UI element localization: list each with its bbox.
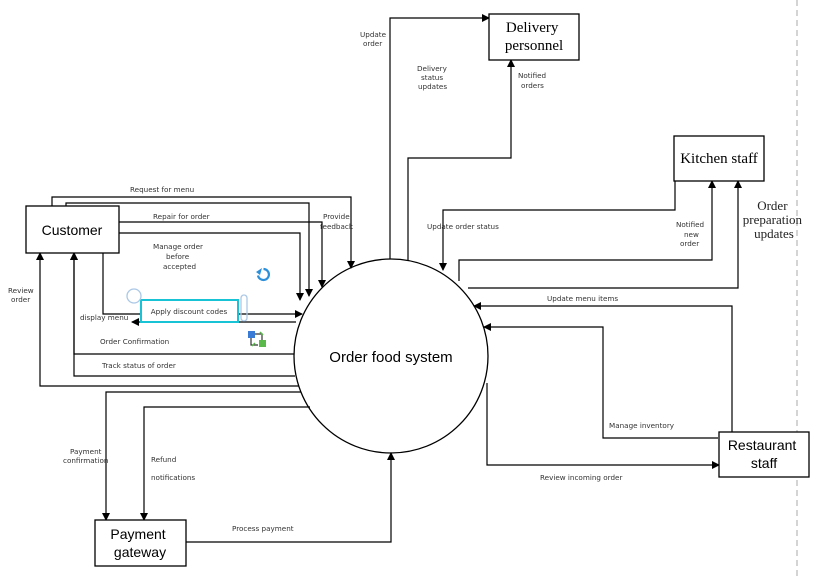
flow-track-status[interactable] xyxy=(70,252,295,377)
label-notified-new-order: Notified new order xyxy=(676,220,706,248)
label-track-status: Track status of order xyxy=(101,361,176,370)
entity-restaurant-staff[interactable] xyxy=(718,431,810,478)
entity-customer-label: Customer xyxy=(42,222,103,238)
entity-delivery-personnel-label: Delivery personnel xyxy=(505,20,563,54)
flow-repair-order[interactable] xyxy=(119,221,326,288)
entity-customer[interactable] xyxy=(25,205,120,254)
label-request-menu: Request for menu xyxy=(130,185,194,194)
label-review-incoming: Review incoming order xyxy=(540,473,622,482)
entity-payment-gateway-label: Payment gateway xyxy=(110,526,169,560)
selected-label-box[interactable] xyxy=(140,299,239,323)
flow-manage-order[interactable] xyxy=(119,232,304,301)
flow-order-prep-updates[interactable] xyxy=(468,180,742,289)
connect-icon[interactable] xyxy=(248,331,266,347)
entity-delivery-personnel[interactable] xyxy=(488,13,580,61)
selection-handle-circle[interactable] xyxy=(126,288,142,304)
flow-provide-feedback[interactable] xyxy=(65,202,313,297)
label-provide-feedback: Provide feedback xyxy=(320,212,354,231)
label-manage-inventory: Manage inventory xyxy=(609,421,675,430)
label-delivery-status: Delivery status updates xyxy=(417,64,449,91)
flow-update-order-status[interactable] xyxy=(439,181,676,271)
flow-manage-inventory[interactable] xyxy=(483,323,718,439)
label-order-confirmation: Order Confirmation xyxy=(100,337,169,346)
flow-payment-confirmation[interactable] xyxy=(102,391,301,521)
selection-resize-handle[interactable] xyxy=(240,294,248,322)
flow-update-menu-items[interactable] xyxy=(473,302,733,432)
flow-process-payment[interactable] xyxy=(186,452,395,543)
flow-request-menu[interactable] xyxy=(51,196,355,269)
flow-delivery-status[interactable] xyxy=(407,59,515,260)
entity-payment-gateway[interactable] xyxy=(94,519,187,567)
label-process-payment: Process payment xyxy=(232,524,294,533)
label-update-order-status: Update order status xyxy=(427,222,499,231)
flow-review-incoming[interactable] xyxy=(486,383,720,469)
entity-restaurant-staff-label: Restaurant staff xyxy=(728,437,800,471)
label-order-prep-updates: Order preparation updates xyxy=(743,198,805,241)
label-update-order: Update order xyxy=(360,30,388,48)
label-review-order: Review order xyxy=(8,286,36,304)
flow-notified-new-order[interactable] xyxy=(458,180,716,281)
flow-review-order[interactable] xyxy=(36,252,299,387)
label-notified-orders: Notified orders xyxy=(518,71,548,90)
entity-kitchen-staff-label: Kitchen staff xyxy=(680,151,758,167)
label-update-menu-items: Update menu items xyxy=(547,294,618,303)
process-label: Order food system xyxy=(329,349,452,366)
label-payment-confirmation: Payment confirmation xyxy=(63,447,108,465)
label-refund: Refund xyxy=(151,455,176,464)
flow-refund[interactable] xyxy=(140,406,310,521)
label-apply-discount: Apply discount codes xyxy=(151,307,228,316)
label-repair-order: Repair for order xyxy=(153,212,210,221)
label-notifications: notifications xyxy=(151,473,195,482)
flow-update-order[interactable] xyxy=(389,14,490,259)
label-manage-order: Manage order before accepted xyxy=(153,242,205,271)
rotate-icon[interactable] xyxy=(256,267,270,282)
label-display-menu: display menu xyxy=(80,313,128,322)
entity-kitchen-staff[interactable] xyxy=(673,135,765,182)
